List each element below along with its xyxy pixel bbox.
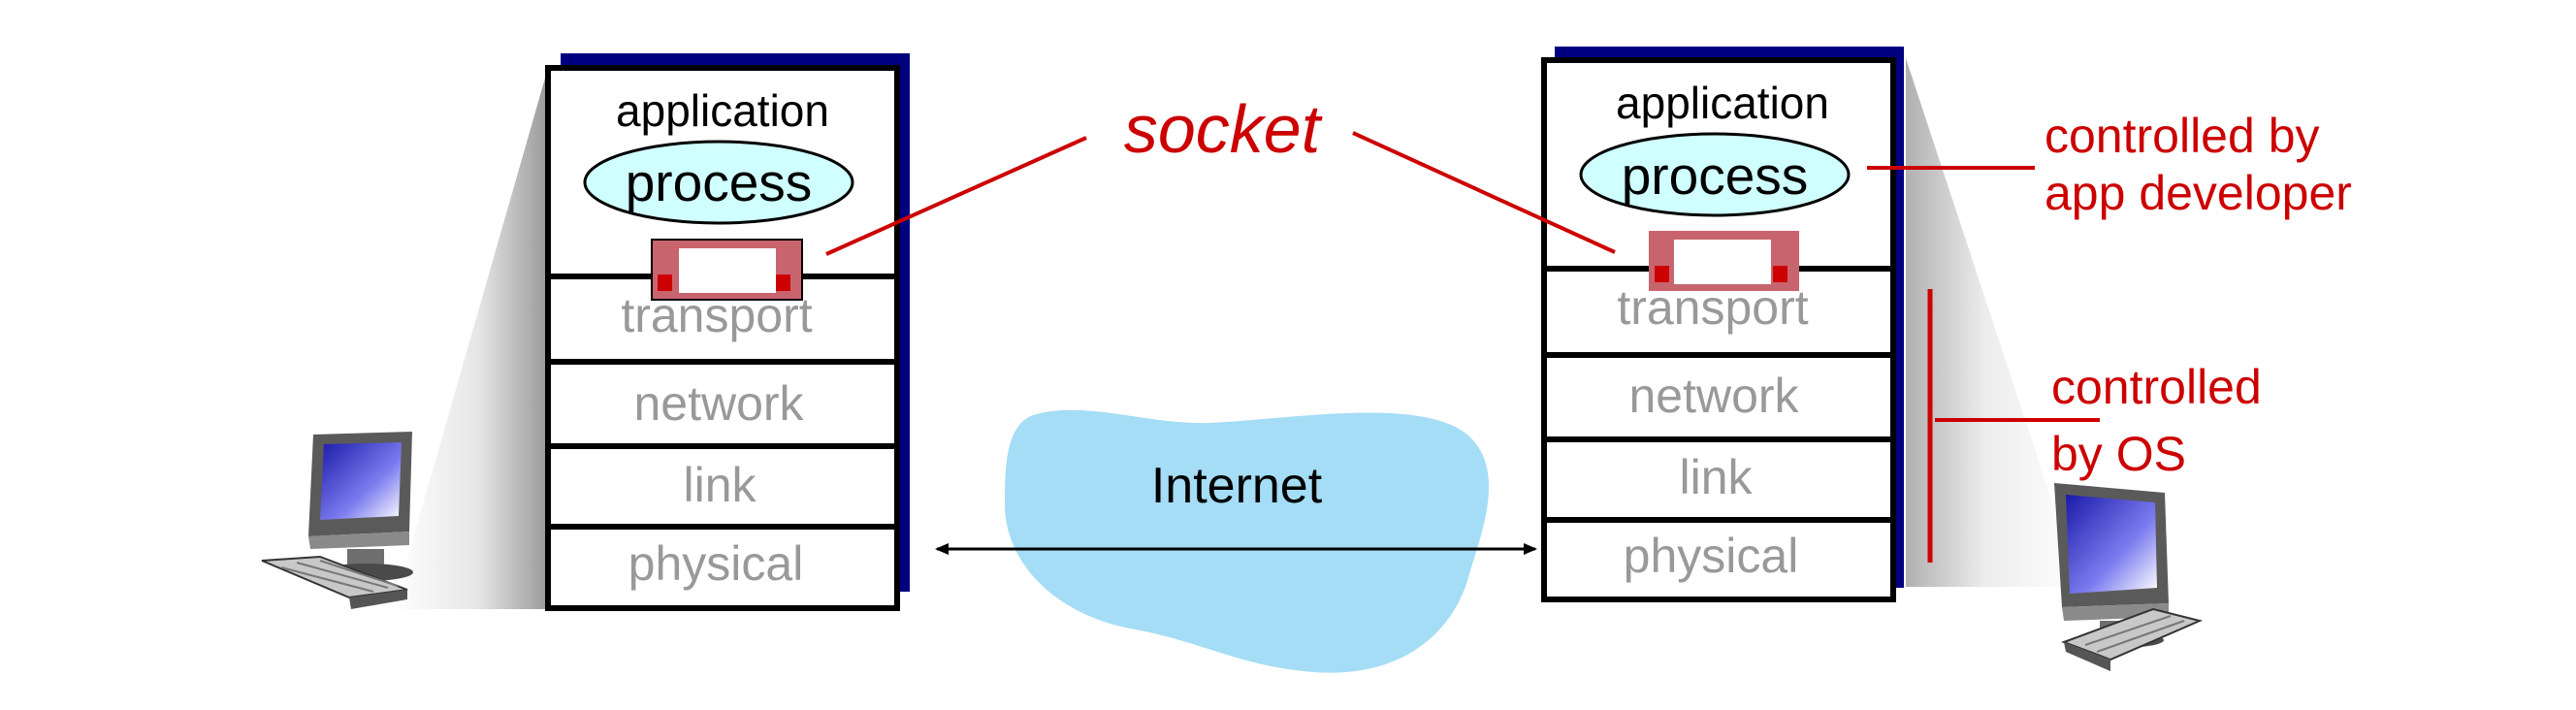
app-control-label-line2: app developer: [2045, 166, 2352, 220]
internet-label: Internet: [1151, 458, 1323, 514]
socket-pointer-right: [1352, 131, 1616, 254]
left-host-beam: [393, 68, 548, 609]
left-desktop-computer-icon: [261, 432, 413, 609]
right-layer-network: network: [1628, 369, 1799, 423]
os-control-label-line2: by OS: [2051, 427, 2186, 481]
left-layer-physical: physical: [628, 536, 804, 591]
socket-pointer-left: [825, 136, 1087, 256]
app-control-label-line1: controlled by: [2045, 109, 2320, 163]
right-protocol-stack: application process transport network li…: [1541, 47, 1904, 602]
right-layer-application: application: [1616, 78, 1829, 128]
internet-cloud: [1005, 409, 1490, 673]
right-host-beam: [1906, 58, 2080, 587]
left-layer-application: application: [616, 85, 829, 136]
right-process-oval: [1579, 132, 1851, 217]
left-layer-process: process: [626, 152, 813, 212]
os-control-label-line1: controlled: [2051, 360, 2262, 414]
right-layer-physical: physical: [1624, 529, 1799, 583]
left-layer-link: link: [683, 458, 757, 512]
right-socket-icon: [1649, 231, 1799, 291]
socket-label: socket: [1124, 91, 1323, 167]
right-layer-process: process: [1622, 145, 1809, 206]
left-process-oval: [583, 140, 854, 225]
right-desktop-computer-icon: [2054, 483, 2204, 671]
left-protocol-stack: application process transport network li…: [545, 53, 910, 611]
left-socket-icon: [651, 239, 803, 301]
right-layer-link: link: [1679, 450, 1753, 504]
left-layer-network: network: [633, 376, 804, 431]
